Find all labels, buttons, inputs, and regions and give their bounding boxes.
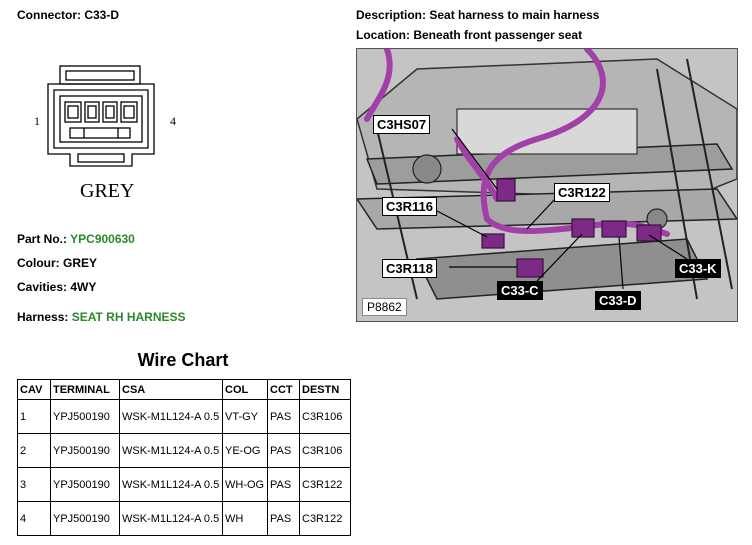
callout-c33-k: C33-K <box>675 259 721 278</box>
pin-4-label: 4 <box>170 114 176 128</box>
location-photo: C3HS07 C3R122 C3R116 C3R118 C33-C C33-D … <box>356 48 738 322</box>
table-row: 4 YPJ500190 WSK-M1L124-A 0.5 WH PAS C3R1… <box>17 501 351 536</box>
table-row: 1 YPJ500190 WSK-M1L124-A 0.5 VT-GY PAS C… <box>17 399 351 434</box>
cell-terminal: YPJ500190 <box>50 501 120 536</box>
wire-chart-header-row: CAV TERMINAL CSA COL CCT DESTN <box>17 379 351 400</box>
colour-line: Colour: GREY <box>17 256 97 270</box>
header-cav: CAV <box>17 379 51 400</box>
cell-cav: 4 <box>17 501 51 536</box>
callout-c33-c: C33-C <box>497 281 543 300</box>
cell-csa: WSK-M1L124-A 0.5 <box>119 399 223 434</box>
cell-csa: WSK-M1L124-A 0.5 <box>119 433 223 468</box>
harness-label: Harness: <box>17 310 69 324</box>
connector-value: C33-D <box>84 8 120 22</box>
pin-1-label: 1 <box>34 114 40 128</box>
cavities-value: 4WY <box>70 280 97 294</box>
wire-chart-title: Wire Chart <box>137 350 229 370</box>
description-label: Description: <box>356 8 427 22</box>
photo-reference: P8862 <box>362 298 407 316</box>
seat-frame-illustration <box>357 49 737 321</box>
callout-c33-d: C33-D <box>595 291 641 310</box>
header-cct: CCT <box>267 379 300 400</box>
cell-terminal: YPJ500190 <box>50 399 120 434</box>
connector-face-diagram <box>47 65 155 167</box>
callout-c3hs07: C3HS07 <box>373 115 431 134</box>
cell-col: WH-OG <box>222 467 268 502</box>
cell-cct: PAS <box>267 399 300 434</box>
description-value: Seat harness to main harness <box>429 8 600 22</box>
cell-cav: 2 <box>17 433 51 468</box>
cell-col: YE-OG <box>222 433 268 468</box>
table-row: 2 YPJ500190 WSK-M1L124-A 0.5 YE-OG PAS C… <box>17 433 351 468</box>
connector-colour-text: GREY <box>80 180 135 202</box>
callout-c3r122: C3R122 <box>554 183 610 202</box>
cell-terminal: YPJ500190 <box>50 433 120 468</box>
cell-cct: PAS <box>267 501 300 536</box>
header-destn: DESTN <box>299 379 351 400</box>
location-label: Location: <box>356 28 410 42</box>
cell-cct: PAS <box>267 433 300 468</box>
cell-destn: C3R106 <box>299 433 351 468</box>
wire-chart-table: CAV TERMINAL CSA COL CCT DESTN 1 YPJ5001… <box>17 379 351 536</box>
header-terminal: TERMINAL <box>50 379 120 400</box>
connector-line: Connector: C33-D <box>17 8 119 22</box>
cell-col: VT-GY <box>222 399 268 434</box>
part-no-value: YPC900630 <box>70 232 135 246</box>
cell-destn: C3R106 <box>299 399 351 434</box>
header-csa: CSA <box>119 379 223 400</box>
cavities-label: Cavities: <box>17 280 68 294</box>
location-value: Beneath front passenger seat <box>413 28 583 42</box>
callout-c3r116: C3R116 <box>382 197 437 216</box>
header-col: COL <box>222 379 268 400</box>
cell-csa: WSK-M1L124-A 0.5 <box>119 501 223 536</box>
cell-cct: PAS <box>267 467 300 502</box>
colour-value: GREY <box>63 256 98 270</box>
cell-destn: C3R122 <box>299 467 351 502</box>
connector-label: Connector: <box>17 8 81 22</box>
callout-c3r118: C3R118 <box>382 259 437 278</box>
description-line: Description: Seat harness to main harnes… <box>356 8 599 22</box>
cell-cav: 1 <box>17 399 51 434</box>
cavities-line: Cavities: 4WY <box>17 280 96 294</box>
part-no-line: Part No.: YPC900630 <box>17 232 135 246</box>
table-row: 3 YPJ500190 WSK-M1L124-A 0.5 WH-OG PAS C… <box>17 467 351 502</box>
colour-label: Colour: <box>17 256 60 270</box>
cell-terminal: YPJ500190 <box>50 467 120 502</box>
cell-csa: WSK-M1L124-A 0.5 <box>119 467 223 502</box>
cell-cav: 3 <box>17 467 51 502</box>
harness-line: Harness: SEAT RH HARNESS <box>17 310 186 324</box>
part-no-label: Part No.: <box>17 232 68 246</box>
harness-value: SEAT RH HARNESS <box>71 310 186 324</box>
location-line: Location: Beneath front passenger seat <box>356 28 582 42</box>
cell-col: WH <box>222 501 268 536</box>
cell-destn: C3R122 <box>299 501 351 536</box>
